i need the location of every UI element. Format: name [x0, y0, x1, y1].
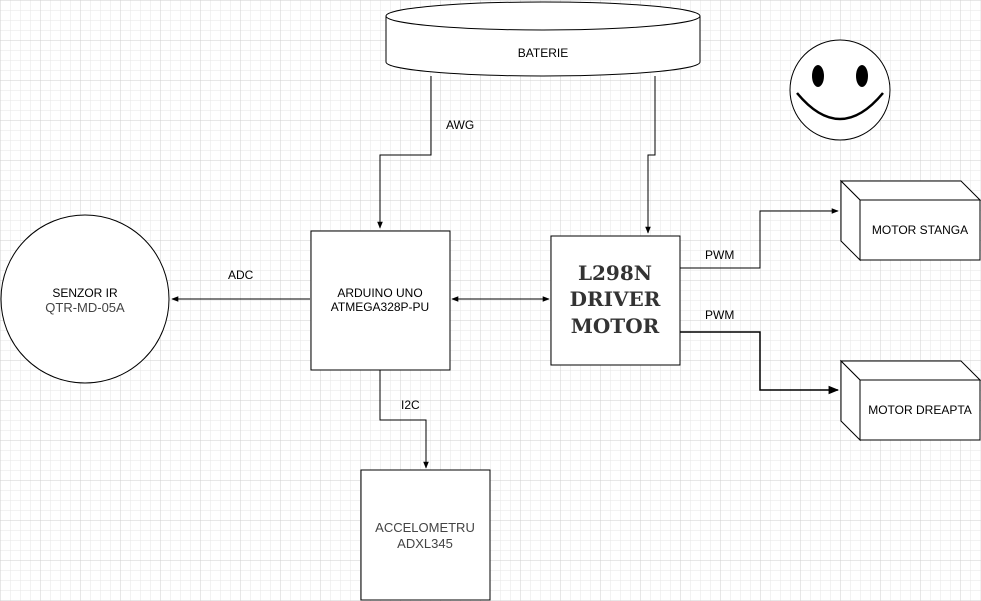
edge-label-pwm-right: PWM [705, 308, 734, 322]
motor-left-label: MOTOR STANGA [872, 223, 968, 237]
edge-driver-motor-right[interactable] [680, 331, 840, 395]
accelerometer-title: ACCELOMETRU [375, 520, 475, 535]
arduino-chip: ATMEGA328P-PU [331, 300, 429, 314]
driver-line2: DRIVER [570, 287, 661, 311]
ir-sensor-title: SENZOR IR [52, 286, 118, 300]
motor-right-label: MOTOR DREAPTA [868, 403, 972, 417]
edge-label-pwm-left: PWM [705, 248, 734, 262]
driver-line3: MOTOR [571, 314, 660, 338]
edge-label-adc: ADC [228, 268, 254, 282]
arduino-node[interactable]: ARDUINO UNO ATMEGA328P-PU [310, 230, 451, 371]
edge-arduino-accel[interactable] [379, 370, 429, 469]
accelerometer-model: ADXL345 [397, 536, 453, 551]
driver-model: L298N [578, 261, 652, 285]
edge-battery-driver[interactable] [645, 76, 656, 234]
edge-label-awg: AWG [446, 118, 474, 132]
accelerometer-node[interactable]: ACCELOMETRU ADXL345 [360, 469, 491, 601]
ir-sensor-model: QTR-MD-05A [45, 300, 125, 315]
arduino-title: ARDUINO UNO [337, 286, 422, 300]
motor-right-node[interactable]: MOTOR DREAPTA [839, 359, 981, 442]
edge-driver-motor-left[interactable] [680, 208, 839, 269]
edge-label-i2c: I2C [401, 398, 420, 412]
motor-driver-node[interactable]: L298N DRIVER MOTOR [550, 235, 681, 366]
battery-label: BATERIE [518, 46, 568, 60]
smiley-face-icon [789, 39, 891, 141]
edge-battery-arduino[interactable] [377, 76, 432, 229]
ir-sensor-node[interactable]: SENZOR IR QTR-MD-05A [0, 214, 170, 384]
battery-node[interactable]: BATERIE [385, 1, 701, 77]
motor-left-node[interactable]: MOTOR STANGA [839, 179, 981, 262]
